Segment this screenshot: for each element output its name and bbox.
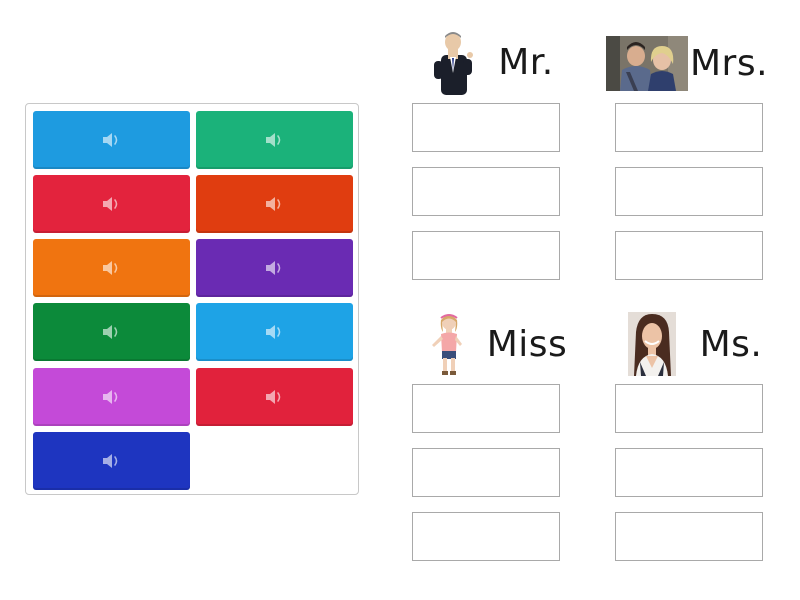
audio-tile-10[interactable] [196, 368, 353, 426]
woman-portrait-photo [627, 312, 676, 376]
drop-slot-mrs-2[interactable] [615, 167, 763, 216]
audio-tile-7[interactable] [33, 303, 190, 361]
young-girl-photo [427, 312, 467, 376]
speaker-icon [264, 259, 286, 277]
speaker-icon [101, 452, 123, 470]
speaker-icon [101, 323, 123, 341]
drop-slot-mrs-1[interactable] [615, 103, 763, 152]
speaker-icon [264, 323, 286, 341]
speaker-icon [264, 195, 286, 213]
drop-slot-mrs-3[interactable] [615, 231, 763, 280]
speaker-icon [101, 259, 123, 277]
drop-slot-miss-2[interactable] [412, 448, 560, 497]
audio-tile-5[interactable] [33, 239, 190, 297]
drop-slot-mr-2[interactable] [412, 167, 560, 216]
speaker-icon [264, 388, 286, 406]
category-label-mr: Mr. [498, 41, 554, 83]
drop-slot-mr-3[interactable] [412, 231, 560, 280]
audio-tile-2[interactable] [196, 111, 353, 169]
drop-slot-miss-3[interactable] [412, 512, 560, 561]
category-header-mr: Mr. [422, 28, 562, 96]
audio-tile-9[interactable] [33, 368, 190, 426]
drop-slot-mr-1[interactable] [412, 103, 560, 152]
speaker-icon [101, 388, 123, 406]
category-label-miss: Miss [486, 323, 568, 365]
speaker-icon [101, 131, 123, 149]
category-label-ms: Ms. [699, 323, 763, 365]
audio-tile-11[interactable] [33, 432, 190, 490]
married-couple-photo [605, 35, 688, 91]
audio-tile-1[interactable] [33, 111, 190, 169]
drop-slot-ms-2[interactable] [615, 448, 763, 497]
category-header-miss: Miss [424, 312, 570, 376]
tile-tray [25, 103, 359, 495]
drop-slot-ms-1[interactable] [615, 384, 763, 433]
speaker-icon [101, 195, 123, 213]
category-header-ms: Ms. [622, 312, 768, 376]
drop-slot-ms-3[interactable] [615, 512, 763, 561]
audio-tile-3[interactable] [33, 175, 190, 233]
audio-tile-4[interactable] [196, 175, 353, 233]
category-header-mrs: Mrs. [604, 34, 770, 92]
speaker-icon [264, 131, 286, 149]
drop-slot-miss-1[interactable] [412, 384, 560, 433]
businessman-photo [430, 29, 476, 95]
audio-tile-6[interactable] [196, 239, 353, 297]
audio-tile-8[interactable] [196, 303, 353, 361]
category-label-mrs: Mrs. [689, 42, 769, 84]
